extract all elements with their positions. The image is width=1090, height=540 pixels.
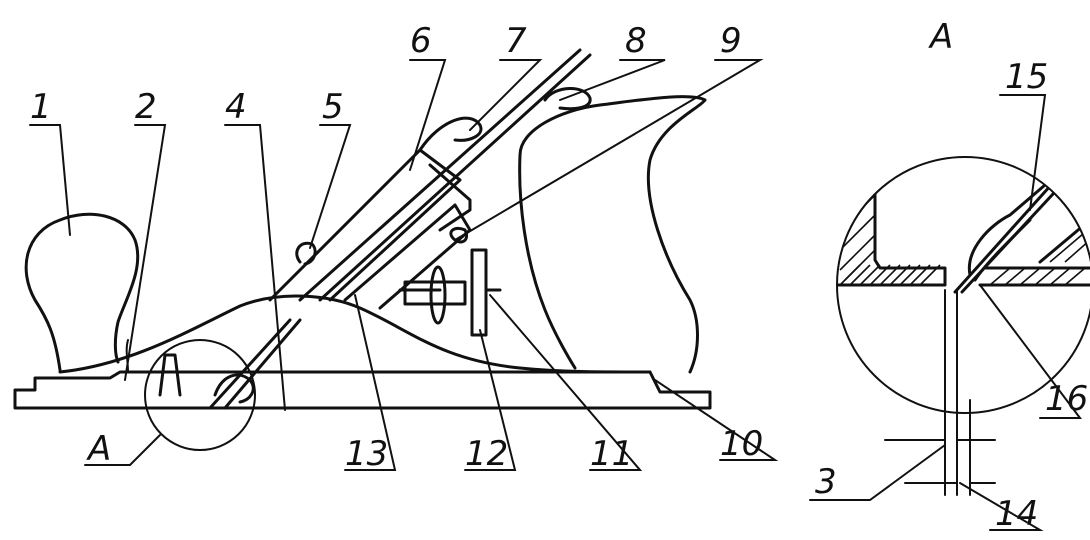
label-5: 5 (322, 87, 344, 127)
label-3: 3 (815, 462, 837, 502)
label-13: 13 (345, 434, 388, 474)
label-9: 9 (720, 21, 742, 61)
label-10: 10 (720, 424, 763, 464)
detail-a-view (836, 156, 1090, 496)
label-8: 8 (625, 21, 647, 61)
rear-handle (518, 95, 707, 374)
plane-body (58, 294, 652, 374)
plane-sole (13, 370, 712, 410)
label-12: 12 (465, 434, 508, 474)
leader-lines (29, 59, 1083, 531)
label-16: 16 (1045, 379, 1088, 419)
front-knob (24, 212, 140, 372)
label-4: 4 (225, 87, 247, 127)
label-detail-a-title: A (928, 17, 953, 57)
blade-assembly (208, 48, 592, 410)
label-14: 14 (995, 494, 1038, 534)
label-detail-a-marker: A (86, 429, 111, 469)
label-11: 11 (590, 434, 633, 474)
label-2: 2 (135, 87, 157, 127)
label-1: 1 (30, 87, 52, 127)
label-15: 15 (1005, 57, 1048, 97)
frog (158, 203, 502, 397)
label-7: 7 (505, 21, 527, 61)
detail-a-circle-marker (144, 339, 256, 451)
detail-blade (953, 173, 1068, 294)
label-6: 6 (410, 21, 432, 61)
